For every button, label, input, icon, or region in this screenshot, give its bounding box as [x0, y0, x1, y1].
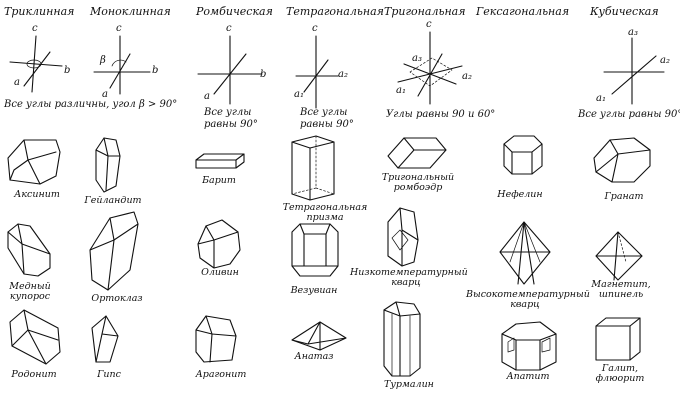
crystal-gypsum — [91, 315, 119, 363]
label-axinite: Аксинит — [14, 189, 60, 200]
label-heulandite: Гейландит — [84, 195, 142, 206]
label-nepheline: Нефелин — [497, 189, 543, 200]
axis-label-tetragonal-a2: a₂ — [338, 69, 348, 80]
tetragonal-axes — [295, 35, 339, 109]
axis-label-orthorhombic-b: b — [260, 69, 267, 80]
axis-label-trigonal-a3: a₃ — [412, 53, 422, 64]
axis-label-monoclinic-a: a — [102, 89, 108, 100]
trigonal-axes — [397, 31, 463, 105]
monoclinic-axes — [93, 35, 151, 95]
axis-label-tetragonal-a1: a₁ — [294, 89, 304, 100]
crystal-heulandite — [95, 137, 121, 193]
axis-label-trigonal-a2: a₂ — [462, 71, 472, 82]
header-orthorhombic: Ромбическая — [196, 5, 273, 18]
crystal-axinite — [7, 139, 61, 185]
crystal-tourmaline — [383, 301, 421, 377]
axis-label-orthorhombic-c: c — [226, 23, 232, 34]
label-rhodonite: Родонит — [11, 369, 57, 380]
header-trigonal: Тригональная — [384, 5, 466, 18]
crystal-anatase — [291, 321, 347, 351]
crystal-tetragonal-prism — [291, 135, 335, 201]
crystal-copper-sulfate — [7, 223, 51, 277]
crystal-halite-fluorite — [595, 317, 641, 361]
axis-label-triclinic-a: a — [14, 77, 20, 88]
crystal-aragonite — [195, 315, 237, 363]
axis-label-monoclinic-beta: β — [100, 55, 106, 66]
axis-label-tetragonal-c: c — [312, 23, 318, 34]
label-halite-fluorite: Галит,флюорит — [595, 363, 645, 384]
crystal-trigonal-rhombohedron — [387, 137, 447, 169]
crystal-barite — [195, 153, 245, 169]
axis-label-cubic-a3: a₃ — [628, 27, 638, 38]
orthorhombic-axes — [197, 35, 263, 105]
caption-triclinic: Все углы различны, угол β > 90° — [4, 99, 178, 110]
crystal-olivine — [197, 219, 241, 269]
triclinic-axes — [9, 35, 63, 93]
axis-label-trigonal-c: c — [426, 19, 432, 30]
crystal-low-quartz — [387, 207, 419, 267]
label-aragonite: Арагонит — [195, 369, 247, 380]
label-vesuvianite: Везувиан — [290, 285, 338, 296]
header-cubic: Кубическая — [590, 5, 659, 18]
axis-label-triclinic-c: c — [32, 23, 38, 34]
header-triclinic: Триклинная — [4, 5, 75, 18]
label-gypsum: Гипс — [97, 369, 121, 380]
cubic-axes — [603, 37, 665, 105]
label-garnet: Гранат — [604, 191, 644, 202]
axis-label-cubic-a1: a₁ — [596, 93, 606, 104]
label-olivine: Оливин — [201, 267, 239, 278]
crystal-rhodonite — [9, 309, 61, 365]
label-orthoclase: Ортоклаз — [91, 293, 143, 304]
label-tourmaline: Турмалин — [384, 379, 434, 390]
axis-label-cubic-a2: a₂ — [660, 55, 670, 66]
crystal-vesuvianite — [291, 223, 339, 277]
crystal-apatite — [501, 321, 557, 371]
axis-label-monoclinic-b: b — [152, 65, 159, 76]
axis-label-triclinic-b: b — [64, 65, 71, 76]
header-monoclinic: Моноклинная — [90, 5, 171, 18]
caption-cubic: Все углы равны 90° — [578, 109, 680, 120]
header-hexagonal: Гексагональная — [476, 5, 570, 18]
caption-tetragonal-1: Все углы — [300, 107, 348, 118]
header-tetragonal: Тетрагональная — [286, 5, 384, 18]
label-anatase: Анатаз — [294, 351, 334, 362]
crystal-high-quartz — [499, 221, 551, 285]
label-magnetite-spinel: Магнетит,шпинель — [591, 279, 651, 300]
axis-label-trigonal-a1: a₁ — [396, 85, 406, 96]
caption-orthorhombic-2: равны 90° — [204, 119, 258, 130]
label-apatite: Апатит — [506, 371, 550, 382]
crystal-orthoclase — [89, 211, 139, 291]
label-barite: Барит — [202, 175, 236, 186]
crystal-garnet — [593, 137, 651, 183]
crystal-magnetite-spinel — [595, 231, 643, 281]
caption-orthorhombic-1: Все углы — [204, 107, 252, 118]
caption-trigonal: Углы равны 90 и 60° — [386, 109, 496, 120]
caption-tetragonal-2: равны 90° — [300, 119, 354, 130]
axis-label-monoclinic-c: c — [116, 23, 122, 34]
crystal-nepheline — [503, 135, 543, 175]
axis-label-orthorhombic-a: a — [204, 91, 210, 102]
